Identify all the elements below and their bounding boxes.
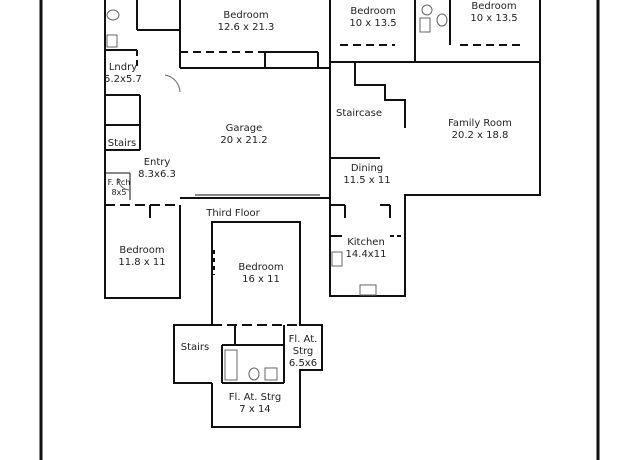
room-dims: 5.2x5.7: [104, 74, 142, 85]
room-fl-at-strg-small: Fl. At. Strg 6.5x6: [283, 334, 323, 370]
third-stairs-outline: [173, 324, 212, 384]
room-fl-at-strg-large: Fl. At. Strg 7 x 14: [229, 392, 281, 416]
room-dims: 8x5: [111, 188, 127, 197]
room-kitchen: Kitchen 14.4x11: [346, 237, 387, 261]
door-swing-icon: [117, 177, 131, 191]
room-name: Lndry: [108, 62, 138, 73]
fixtures: [106, 4, 448, 381]
room-dims: 10 x 13.5: [349, 18, 397, 29]
room-dining: Dining 11.5 x 11: [343, 163, 390, 187]
room-name: Staircase: [335, 108, 383, 119]
room-dims: 6.5x6: [288, 358, 318, 369]
room-garage: Garage 20 x 21.2: [220, 123, 267, 147]
toilet-icon: [436, 13, 448, 27]
third-floor-outline: [211, 221, 323, 428]
room-stairs-third: Stairs: [181, 342, 210, 354]
right-wing-outline: [329, 0, 541, 297]
toilet-icon: [421, 4, 433, 16]
room-name: Stairs: [180, 342, 210, 353]
room-name: Family Room: [448, 118, 512, 129]
room-bedroom-top-center: Bedroom 12.6 x 21.3: [218, 10, 275, 34]
toilet-icon: [106, 9, 120, 21]
bathtub-icon: [224, 349, 238, 381]
sink-icon: [264, 367, 278, 381]
room-name: Kitchen: [347, 237, 385, 248]
room-name: Garage: [225, 123, 263, 134]
room-name: F. Pch: [107, 178, 131, 187]
room-dims: 12.6 x 21.3: [217, 22, 275, 33]
door-swing-icon: [164, 74, 181, 93]
room-laundry: Lndry 5.2x5.7: [104, 62, 142, 86]
room-dims: 16 x 11: [242, 274, 280, 285]
room-dims: 20 x 21.2: [220, 135, 268, 146]
room-name: Fl. At. Strg: [228, 392, 282, 403]
room-staircase: Staircase: [336, 108, 382, 120]
sink-icon: [106, 34, 118, 48]
sink-icon: [419, 17, 431, 33]
room-name: Bedroom: [471, 1, 517, 12]
room-name: Bedroom: [350, 6, 396, 17]
staircase-walls: [354, 62, 406, 128]
room-dims: 11.8 x 11: [118, 257, 166, 268]
room-dims: 14.4x11: [345, 249, 387, 260]
room-stairs-left: Stairs: [108, 138, 137, 150]
room-dims: 10 x 13.5: [470, 13, 518, 24]
room-name: Bedroom: [119, 245, 165, 256]
room-bedroom-left: Bedroom 11.8 x 11: [118, 245, 165, 269]
room-dims: 7 x 14: [239, 404, 271, 415]
room-name: Fl. At. Strg: [288, 334, 318, 357]
walls: [39, 0, 600, 460]
sink-icon: [359, 284, 377, 296]
room-family-room: Family Room 20.2 x 18.8: [448, 118, 512, 142]
room-dims: 8.3x6.3: [138, 169, 176, 180]
room-name: Stairs: [107, 138, 137, 149]
room-entry: Entry 8.3x6.3: [138, 157, 176, 181]
floor-title-third: Third Floor: [206, 208, 260, 219]
room-name: Dining: [350, 163, 384, 174]
room-name: Bedroom: [223, 10, 269, 21]
room-bedroom-top-right-b: Bedroom 10 x 13.5: [470, 1, 517, 25]
room-bedroom-third: Bedroom 16 x 11: [238, 262, 283, 286]
sink-icon: [331, 251, 343, 267]
room-name: Entry: [143, 157, 171, 168]
room-name: Bedroom: [238, 262, 284, 273]
room-front-porch: F. Pch 8x5: [108, 178, 131, 198]
room-dims: 11.5 x 11: [343, 175, 391, 186]
toilet-icon: [248, 367, 260, 381]
room-bedroom-top-right-a: Bedroom 10 x 13.5: [349, 6, 396, 30]
room-dims: 20.2 x 18.8: [451, 130, 509, 141]
